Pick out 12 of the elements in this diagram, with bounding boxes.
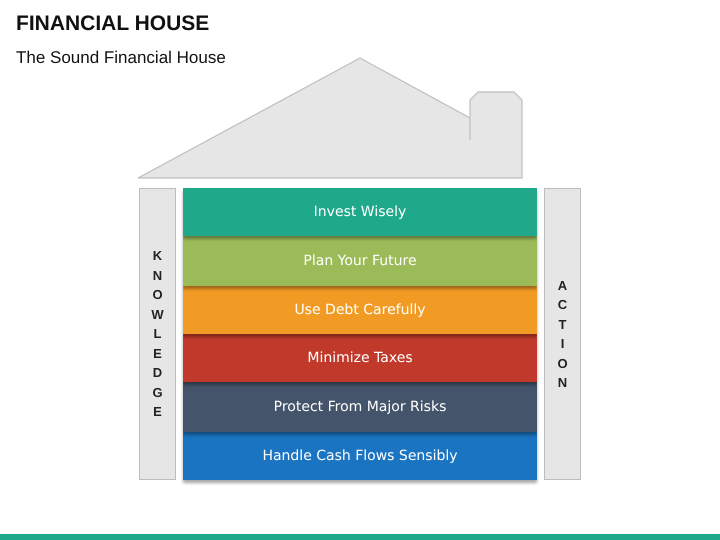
band: Protect From Major Risks [183, 382, 537, 432]
band: Minimize Taxes [183, 334, 537, 382]
title: FINANCIAL HOUSE [16, 12, 210, 36]
pillar [139, 188, 176, 480]
band: Use Debt Carefully [183, 286, 537, 334]
pillar [544, 188, 581, 480]
subtitle: The Sound Financial House [16, 48, 226, 68]
band: Invest Wisely [183, 188, 537, 236]
pillar-label: A C T I O N [556, 276, 569, 392]
pillar-label: K N O W L E D G E [150, 247, 164, 422]
band: Plan Your Future [183, 236, 537, 286]
band: Handle Cash Flows Sensibly [183, 432, 537, 480]
